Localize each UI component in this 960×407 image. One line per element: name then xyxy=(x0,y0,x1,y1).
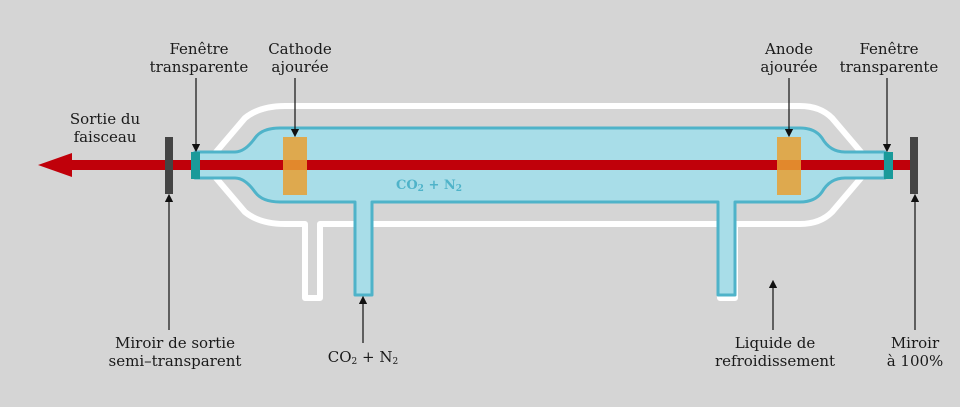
cathode-electrode xyxy=(283,137,307,195)
output-mirror xyxy=(165,137,173,194)
full-mirror xyxy=(910,137,918,194)
cooling-jacket-outline xyxy=(202,103,875,301)
beam-output-arrow xyxy=(38,153,72,177)
right-window xyxy=(884,152,893,179)
laser-beam xyxy=(70,160,912,170)
label-gaz-entree: CO2 + N2 xyxy=(327,348,399,367)
anode-electrode xyxy=(777,137,801,195)
left-window xyxy=(191,152,200,179)
label-gaz-interieur: CO2 + N2 xyxy=(396,178,463,194)
